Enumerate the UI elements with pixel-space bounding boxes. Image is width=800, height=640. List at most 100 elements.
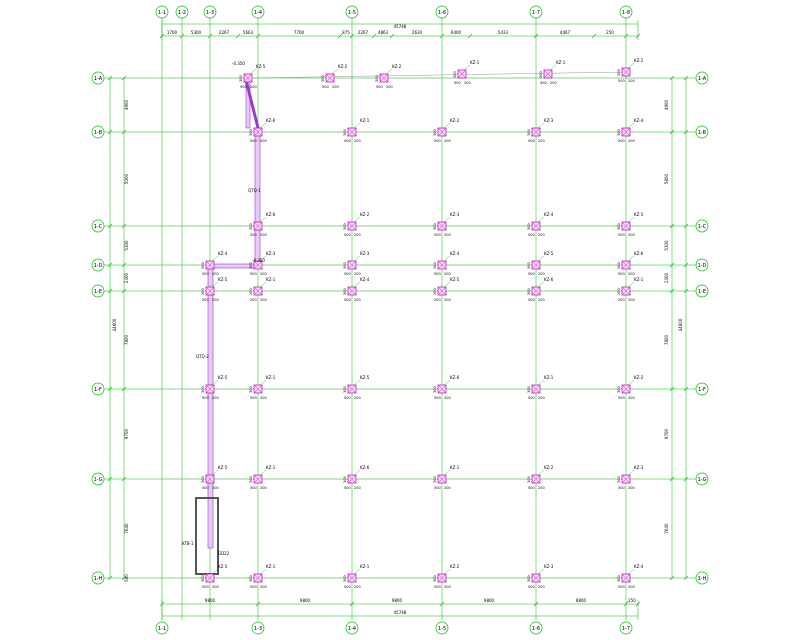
column-leader	[211, 255, 219, 262]
column-size-label: 500	[618, 79, 625, 83]
right-dimension: 7640	[664, 523, 669, 534]
column-tag: KZ-2	[338, 64, 348, 69]
column-size-label: 500	[240, 85, 247, 89]
axis-bubble-label: 1-3	[254, 626, 262, 632]
column-leader	[249, 68, 257, 75]
column-size-label: 200	[260, 298, 267, 302]
column-size-label: 300	[433, 129, 437, 136]
wall-label-low: KTB-1	[182, 541, 194, 546]
column-leader	[627, 255, 635, 262]
left-dimension: 7640	[124, 523, 129, 534]
axis-bubble-label: 1-G	[93, 477, 102, 483]
bottom-dimension: 8800	[576, 598, 587, 603]
right-dimension: 5800	[664, 173, 669, 184]
axis-bubble-label: 1-2	[178, 10, 186, 16]
column-hatch	[437, 286, 447, 296]
column-leader	[259, 281, 267, 288]
column-tag: KZ-1	[556, 60, 566, 65]
top-dimension: 4863	[378, 30, 389, 35]
bottom-dimension: 250	[628, 598, 636, 603]
dim-tick	[623, 601, 629, 607]
dim-tick	[121, 386, 127, 392]
dim-tick	[159, 601, 165, 607]
column-tag: KZ-1	[360, 118, 370, 123]
axis-bubble-label: 1-1	[158, 626, 166, 632]
left-dimension: 2300	[124, 272, 129, 283]
column-leader	[627, 216, 635, 223]
column-hatch	[457, 69, 467, 79]
column-size-label: 500	[344, 233, 351, 237]
dim-tick	[669, 129, 675, 135]
dim-tick	[349, 601, 355, 607]
column-hatch	[347, 474, 357, 484]
column-tag: KZ-4	[634, 118, 644, 123]
axis-bubble-label: 1-A	[698, 76, 707, 82]
column-size-label: 300	[539, 71, 543, 78]
column-tag: KZ-5	[544, 251, 554, 256]
column-hatch	[531, 573, 541, 583]
wall-label-mid: QTQ-2	[196, 354, 209, 359]
dim-tick	[439, 33, 445, 39]
column-size-label: 200	[538, 139, 545, 143]
column-leader	[353, 469, 361, 476]
column-size-label: 200	[464, 81, 471, 85]
axis-bubble-label: 1-8	[622, 10, 630, 16]
axis-bubble-label: 1-G	[697, 477, 706, 483]
column-leader	[259, 216, 267, 223]
column-leader	[259, 122, 267, 129]
column-leader	[627, 281, 635, 288]
top-dimension: 4467	[560, 30, 571, 35]
elevation-label-2: -0.350	[252, 258, 265, 263]
column-size-label: 200	[550, 81, 557, 85]
column-leader	[627, 62, 635, 69]
column-hatch	[379, 73, 389, 83]
column-size-label: 300	[433, 575, 437, 582]
column-size-label: 500	[528, 396, 535, 400]
column-tag: KZ-2	[450, 564, 460, 569]
left-dimension-chain	[109, 78, 125, 578]
column-size-label: 500	[322, 85, 329, 89]
axis-bubble-label: 1-3	[206, 10, 214, 16]
dim-tick	[235, 33, 241, 39]
column-size-label: 500	[344, 139, 351, 143]
column-tag: KZ-6	[450, 375, 460, 380]
dim-tick	[623, 33, 629, 39]
dim-tick	[121, 223, 127, 229]
column-tag: KZ-1	[360, 564, 370, 569]
column-hatch	[531, 286, 541, 296]
axis-bubble-bottom: 1-3	[251, 621, 265, 635]
axis-bubble-label: 1-4	[254, 10, 262, 16]
column-size-label: 200	[332, 85, 339, 89]
column-hatch	[437, 221, 447, 231]
column-leader	[353, 379, 361, 386]
column-size-label: 200	[628, 79, 635, 83]
bottom-dimension: 9800	[484, 598, 495, 603]
column-size-label: 300	[433, 476, 437, 483]
column-hatch	[243, 73, 253, 83]
column-hatch	[543, 69, 553, 79]
column-hatch	[437, 127, 447, 137]
top-dimension: 2267	[358, 30, 369, 35]
column-tag: KZ-5	[218, 465, 228, 470]
right-dimension: 7800	[664, 334, 669, 345]
column-size-label: 300	[343, 575, 347, 582]
column-tag: KZ-1	[266, 564, 276, 569]
bottom-dimension: 9800	[300, 598, 311, 603]
right-dimension-chain	[671, 78, 687, 578]
column-hatch	[621, 384, 631, 394]
column-size-label: 500	[434, 585, 441, 589]
column-size-label: 500	[454, 81, 461, 85]
